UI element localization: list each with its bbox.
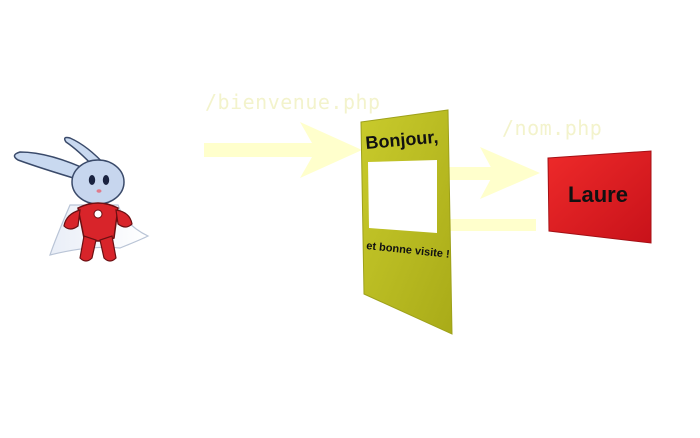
bienvenue-script-label: /bienvenue.php [205, 90, 381, 114]
arrow-right-icon [204, 122, 362, 178]
rabbit-superhero-mascot-icon [13, 136, 150, 262]
name-panel: Laure [547, 150, 652, 244]
page-panel-content-area [368, 160, 437, 233]
nom-script-label: /nom.php [502, 116, 603, 140]
name-value-text: Laure [568, 182, 628, 207]
page-panel: Bonjour, et bonne visite ! [360, 109, 453, 335]
